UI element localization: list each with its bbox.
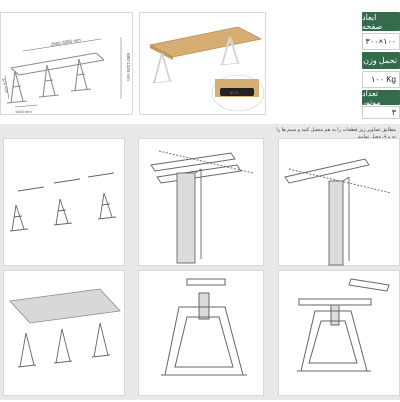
dimension-drawing-panel: 2800-3000 mm 680-1320 mm 675 mm 1400 mm xyxy=(0,12,133,115)
width-dimension-left: 675 mm xyxy=(1,78,10,94)
step-panel-column xyxy=(138,138,264,266)
length-dimension: 2800-3000 mm xyxy=(50,37,81,47)
step-panel-fixing xyxy=(278,270,400,396)
product-photo-panel: 62.5 xyxy=(139,12,266,115)
desk-product-render: 62.5 xyxy=(148,26,265,112)
triple-desk-frame-drawing: 2800-3000 mm 680-1320 mm 675 mm 1400 mm xyxy=(1,37,131,114)
step-frames-drawing xyxy=(9,172,117,232)
assembly-note: مطابق تصاویر زیر قطعات را به هم متصل کنی… xyxy=(276,127,396,140)
step-panel-crossbar xyxy=(278,138,400,266)
step-legs-drawing xyxy=(161,278,247,376)
spec-value-motors: ۳ xyxy=(362,106,400,119)
spec-label-load: تحمل وزن xyxy=(362,52,400,69)
spec-label-dimensions: ابعاد صفحه xyxy=(362,12,400,31)
step-panel-tabletop xyxy=(3,270,125,396)
controller-display: 62.5 xyxy=(230,90,239,95)
step-fixing-drawing xyxy=(297,278,390,372)
spec-value-dimensions: ۳۰۰×۱۰۰ xyxy=(362,33,400,50)
width-dimension-bottom: 1400 mm xyxy=(15,109,32,114)
height-dimension: 680-1320 mm xyxy=(126,53,131,81)
spec-value-load: ۱۰۰ Kg xyxy=(362,71,400,88)
step-crossbar-drawing xyxy=(284,158,392,266)
step-column-drawing xyxy=(150,150,254,264)
step-panel-frames xyxy=(3,138,125,266)
step-panel-legs xyxy=(138,270,264,396)
spec-label-motors: تعداد موتور xyxy=(362,89,400,107)
step-tabletop-drawing xyxy=(9,288,121,368)
